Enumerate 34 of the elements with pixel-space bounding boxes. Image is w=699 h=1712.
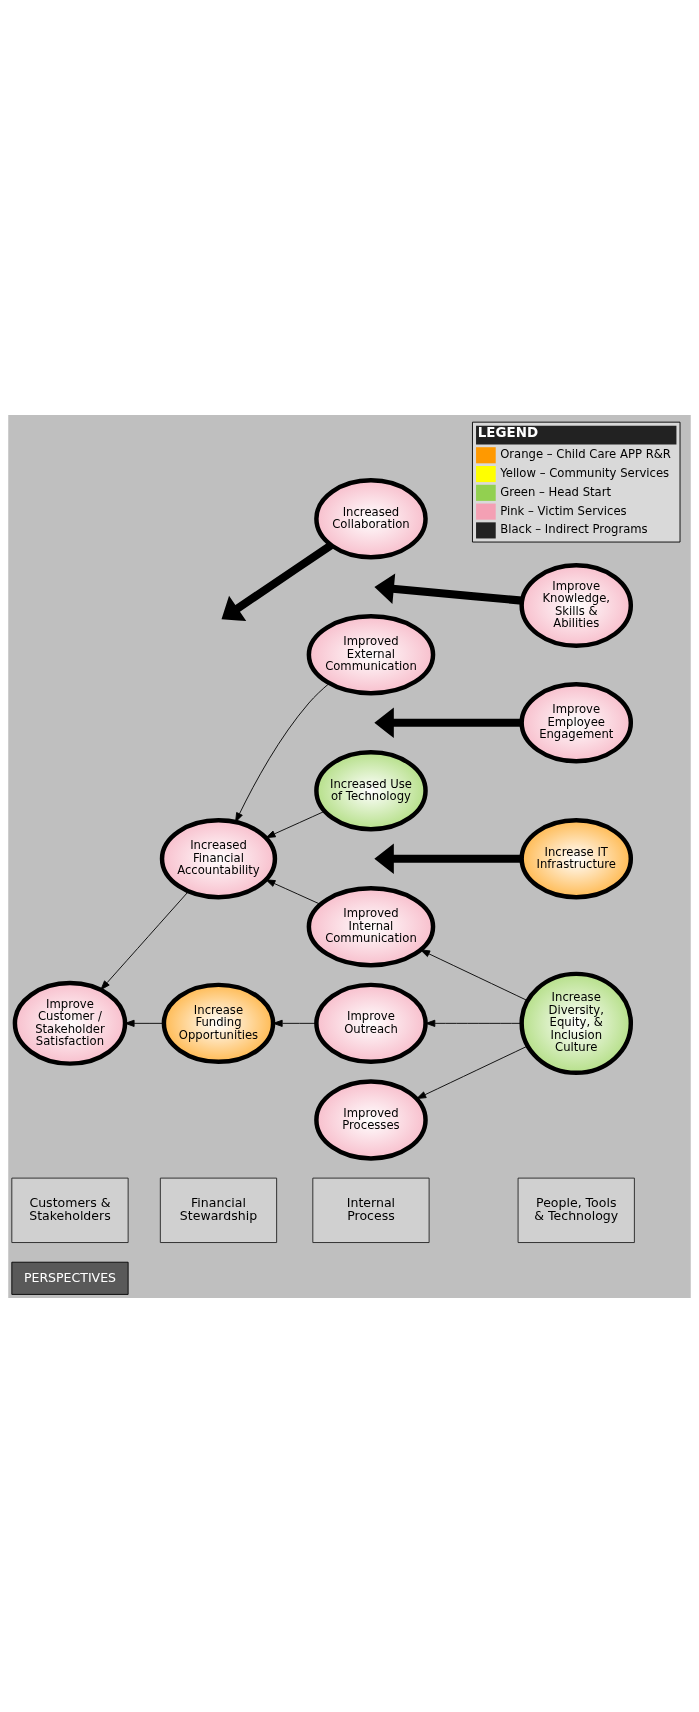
label: LEGEND: [477, 424, 539, 440]
node-ellipse: Increase Funding Opportunities: [161, 982, 276, 1064]
node-circle: Increase Diversity, Equity, & Inclusion Culture: [519, 971, 634, 1075]
arrow: [272, 1019, 317, 1027]
node-ellipse: Improved Internal Communication: [306, 885, 436, 967]
arrow: [100, 890, 189, 990]
legend-label: Yellow – Community Services: [500, 465, 670, 480]
node-ellipse: Improve Knowledge, Skills & Abilities: [519, 562, 634, 648]
arrow: [265, 878, 321, 905]
arrow: [374, 573, 523, 605]
node-ellipse: Increase IT Infrastructure: [519, 817, 634, 899]
node-box: Internal Process: [312, 1177, 430, 1243]
legend-label: Pink – Victim Services: [500, 503, 627, 518]
legend-label: Green – Head Start: [500, 484, 612, 499]
arrow: [374, 706, 522, 738]
arrow: [425, 1019, 523, 1027]
node-box: Financial Stewardship: [159, 1177, 278, 1243]
node-ellipse: Improve Employee Engagement: [519, 681, 634, 763]
node-ellipse: Improve Outreach: [314, 982, 428, 1064]
node-ellipse: Increased Collaboration: [314, 477, 428, 559]
legend-label: Black – Indirect Programs: [500, 521, 648, 536]
node-box: People, Tools & Technology: [517, 1177, 635, 1243]
arrow: [265, 810, 325, 838]
arrow: [124, 1019, 165, 1027]
node-ellipse: Increased Use of Technology: [314, 749, 428, 831]
arrow: [420, 948, 529, 1001]
legend-label: Orange – Child Care APP R&R: [500, 446, 671, 461]
node-box: Customers & Stakeholders: [11, 1177, 129, 1243]
arrow: [235, 682, 330, 822]
node-ellipse: Improved External Communication: [306, 613, 436, 695]
node-box: PERSPECTIVES: [11, 1261, 129, 1295]
arrow: [374, 842, 522, 874]
arrow: [221, 541, 334, 621]
arrow: [416, 1045, 529, 1099]
